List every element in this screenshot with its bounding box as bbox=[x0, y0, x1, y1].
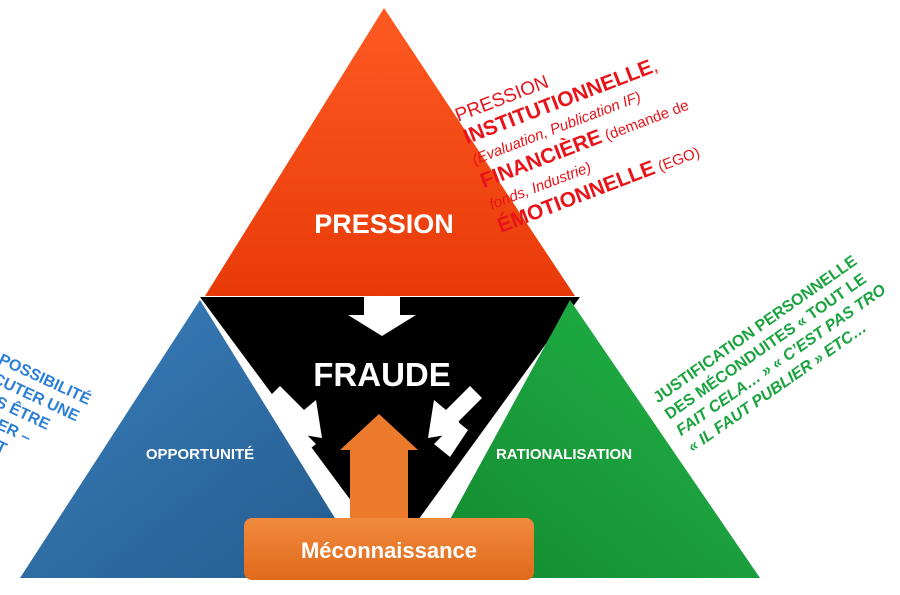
arrow-up-icon bbox=[340, 414, 418, 525]
arrow-up-right-icon bbox=[268, 386, 322, 457]
pression-triangle bbox=[205, 8, 575, 296]
opportunite-triangle bbox=[20, 300, 372, 578]
arrow-up-left-icon bbox=[428, 386, 482, 457]
meconnaissance-box bbox=[244, 518, 534, 580]
meconnaissance-label: Méconnaissance bbox=[301, 538, 477, 563]
pression-label: PRESSION bbox=[314, 209, 454, 239]
opportunite-label: OPPORTUNITÉ bbox=[146, 446, 254, 463]
rationalisation-triangle bbox=[418, 300, 760, 578]
rationalisation-label: RATIONALISATION bbox=[496, 446, 632, 463]
fraude-label: FRAUDE bbox=[313, 356, 451, 393]
arrow-down-icon bbox=[348, 297, 416, 336]
